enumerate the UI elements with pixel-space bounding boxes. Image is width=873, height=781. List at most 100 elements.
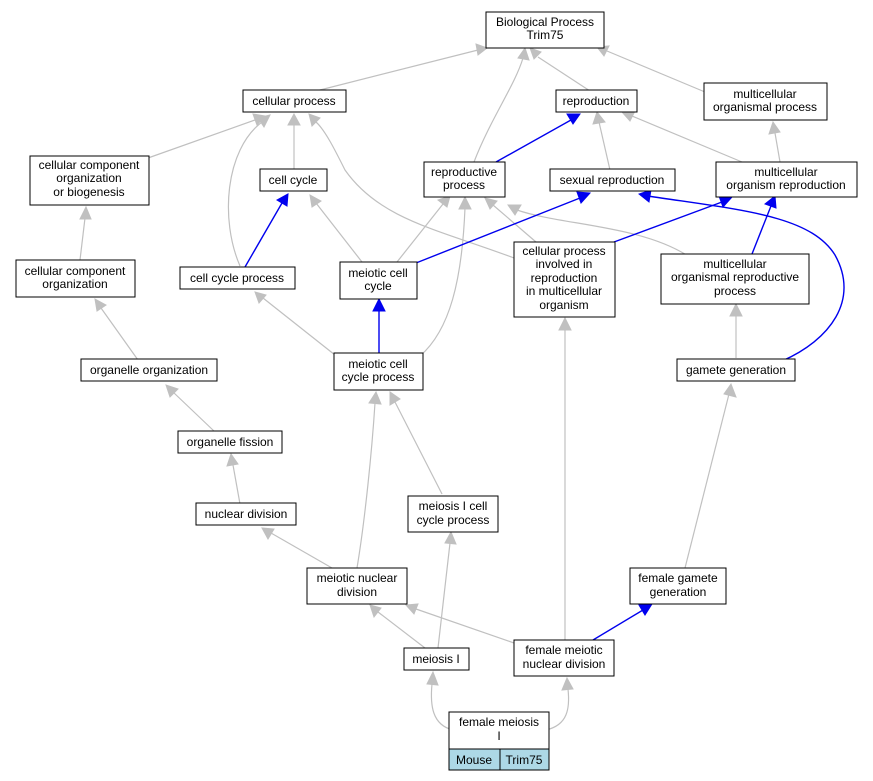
node-reproductive-process[interactable]: reproductive process <box>423 161 506 198</box>
node-meiosis-i-cell-cycle-process[interactable]: meiosis I cell cycle process <box>407 495 499 533</box>
node-multicellular-organismal-reproductive-process[interactable]: multicellular organismal reproductive pr… <box>660 253 810 305</box>
edge-arrowhead <box>458 195 472 210</box>
edge-arrowhead <box>592 110 606 125</box>
edge-arrowhead <box>226 452 239 467</box>
edge-of-to-oo <box>172 391 216 433</box>
edge-arrowhead <box>638 603 653 616</box>
gene-tag <box>499 748 550 771</box>
node-cellular-component-organization-or-biogenesis[interactable]: cellular component organization or bioge… <box>29 155 150 206</box>
node-label: meiotic cell <box>348 357 407 371</box>
node-label: organism reproduction <box>726 178 845 192</box>
edge-arrowhead <box>566 113 581 125</box>
node-organelle-fission[interactable]: organelle fission <box>177 430 283 454</box>
edge-arrowhead <box>165 384 179 398</box>
gene-label: Trim75 <box>506 753 543 767</box>
node-multicellular-organismal-process[interactable]: multicellular organismal process <box>703 82 828 121</box>
node-label: cycle <box>364 279 392 293</box>
edge-arrowhead <box>436 195 451 208</box>
node-meiotic-nuclear-division[interactable]: meiotic nuclear division <box>306 567 408 605</box>
edge-cpir-to-cellular-process <box>315 121 515 259</box>
node-label: Trim75 <box>527 28 564 42</box>
node-label: sexual reproduction <box>560 173 665 187</box>
node-label: multicellular <box>754 165 817 179</box>
edge-arrowhead <box>475 43 489 56</box>
node-multicellular-organism-reproduction[interactable]: multicellular organism reproduction <box>715 161 858 198</box>
blue-edges <box>244 113 845 641</box>
node-label: reproduction <box>563 94 630 108</box>
node-label: nuclear division <box>205 507 288 521</box>
node-label: reproductive <box>431 165 497 179</box>
node-label: organelle fission <box>187 435 274 449</box>
node-reproduction[interactable]: reproduction <box>555 89 638 113</box>
species-label: Mouse <box>456 753 492 767</box>
node-label: reproduction <box>531 271 598 285</box>
gray-edges <box>79 43 781 731</box>
edge-blue-morp-to-mor <box>751 205 772 255</box>
node-sexual-reproduction[interactable]: sexual reproduction <box>549 168 676 192</box>
edge-blue-ccp-to-cell-cycle <box>244 202 283 268</box>
node-cellular-component-organization[interactable]: cellular component organization <box>15 259 136 298</box>
edge-arrowhead <box>729 302 743 317</box>
node-meiotic-cell-cycle[interactable]: meiotic cell cycle <box>339 261 418 300</box>
node-female-gamete-generation[interactable]: female gamete generation <box>629 567 727 605</box>
node-cell-cycle-process[interactable]: cell cycle process <box>179 266 296 290</box>
node-label: involved in <box>536 257 593 271</box>
edge-arrowhead <box>723 382 737 398</box>
node-label: gamete generation <box>686 363 786 377</box>
node-label: organelle organization <box>90 363 208 377</box>
edge-fmnd-to-mnd <box>415 608 515 644</box>
edge-reproduction-to-root <box>537 56 591 92</box>
edge-sexual-to-reproduction <box>598 121 611 171</box>
edge-oo-to-cco <box>100 307 139 361</box>
edge-arrowhead <box>576 191 592 204</box>
edge-arrowhead <box>529 47 542 60</box>
edge-arrowhead <box>484 197 498 210</box>
node-label: or biogenesis <box>53 185 124 199</box>
node-label: multicellular <box>703 257 766 271</box>
node-label: nuclear division <box>523 657 606 671</box>
edge-fgg-to-gg <box>684 393 730 569</box>
node-label: cellular process <box>522 244 605 258</box>
edge-arrowhead <box>637 189 652 203</box>
node-label: female meiotic <box>525 643 602 657</box>
node-label: female meiosis <box>459 715 539 729</box>
edge-blue-fmnd-to-fgg <box>592 609 644 641</box>
node-nuclear-division[interactable]: nuclear division <box>195 502 297 526</box>
edge-arrowhead <box>369 604 382 619</box>
edge-mor-to-mop <box>774 132 781 163</box>
edge-ccob-to-cellular-process <box>147 119 256 159</box>
edge-arrowhead <box>558 316 572 331</box>
node-label: Biological Process <box>496 15 594 29</box>
edge-blue-mcc-to-sexual <box>415 197 581 264</box>
edge-blue-reproductive-to-reproduction <box>495 119 572 163</box>
node-label: organism <box>539 298 588 312</box>
node-cell-cycle[interactable]: cell cycle <box>259 168 328 192</box>
node-female-meiotic-nuclear-division[interactable]: female meiotic nuclear division <box>513 639 615 677</box>
node-cellular-process-involved-in-reproduction[interactable]: cellular process involved in reproductio… <box>513 241 616 318</box>
edge-arrowhead <box>254 291 267 304</box>
node-label: organization <box>42 277 107 291</box>
node-gamete-generation[interactable]: gamete generation <box>676 358 796 382</box>
node-label: cellular component <box>25 264 126 278</box>
edge-nd-to-of <box>232 464 241 505</box>
edge-blue-gg-to-sexual <box>647 195 845 362</box>
edge-reproductive-process-to-root <box>473 57 524 163</box>
node-organelle-organization[interactable]: organelle organization <box>80 358 218 382</box>
node-meiotic-cell-cycle-process[interactable]: meiotic cell cycle process <box>333 352 424 391</box>
edge-arrowhead <box>94 298 107 312</box>
node-cellular-process[interactable]: cellular process <box>242 89 347 113</box>
node-label: cell cycle <box>269 173 318 187</box>
edge-arrowhead <box>287 112 301 126</box>
node-label: meiotic cell <box>348 266 407 280</box>
node-label: meiosis I cell <box>419 499 488 513</box>
node-label: cellular component <box>39 158 140 172</box>
node-root-biological-process[interactable]: Biological Process Trim75 <box>485 11 605 49</box>
nodes: Biological Process Trim75 cellular proce… <box>15 11 858 771</box>
node-label: cycle process <box>417 513 490 527</box>
node-label: organismal reproductive <box>671 270 799 284</box>
node-female-meiosis-i[interactable]: female meiosis I Mouse Trim75 <box>448 711 550 771</box>
edge-arrowhead <box>718 195 734 208</box>
node-meiosis-i[interactable]: meiosis I <box>403 647 470 671</box>
edge-arrowhead <box>517 46 530 61</box>
